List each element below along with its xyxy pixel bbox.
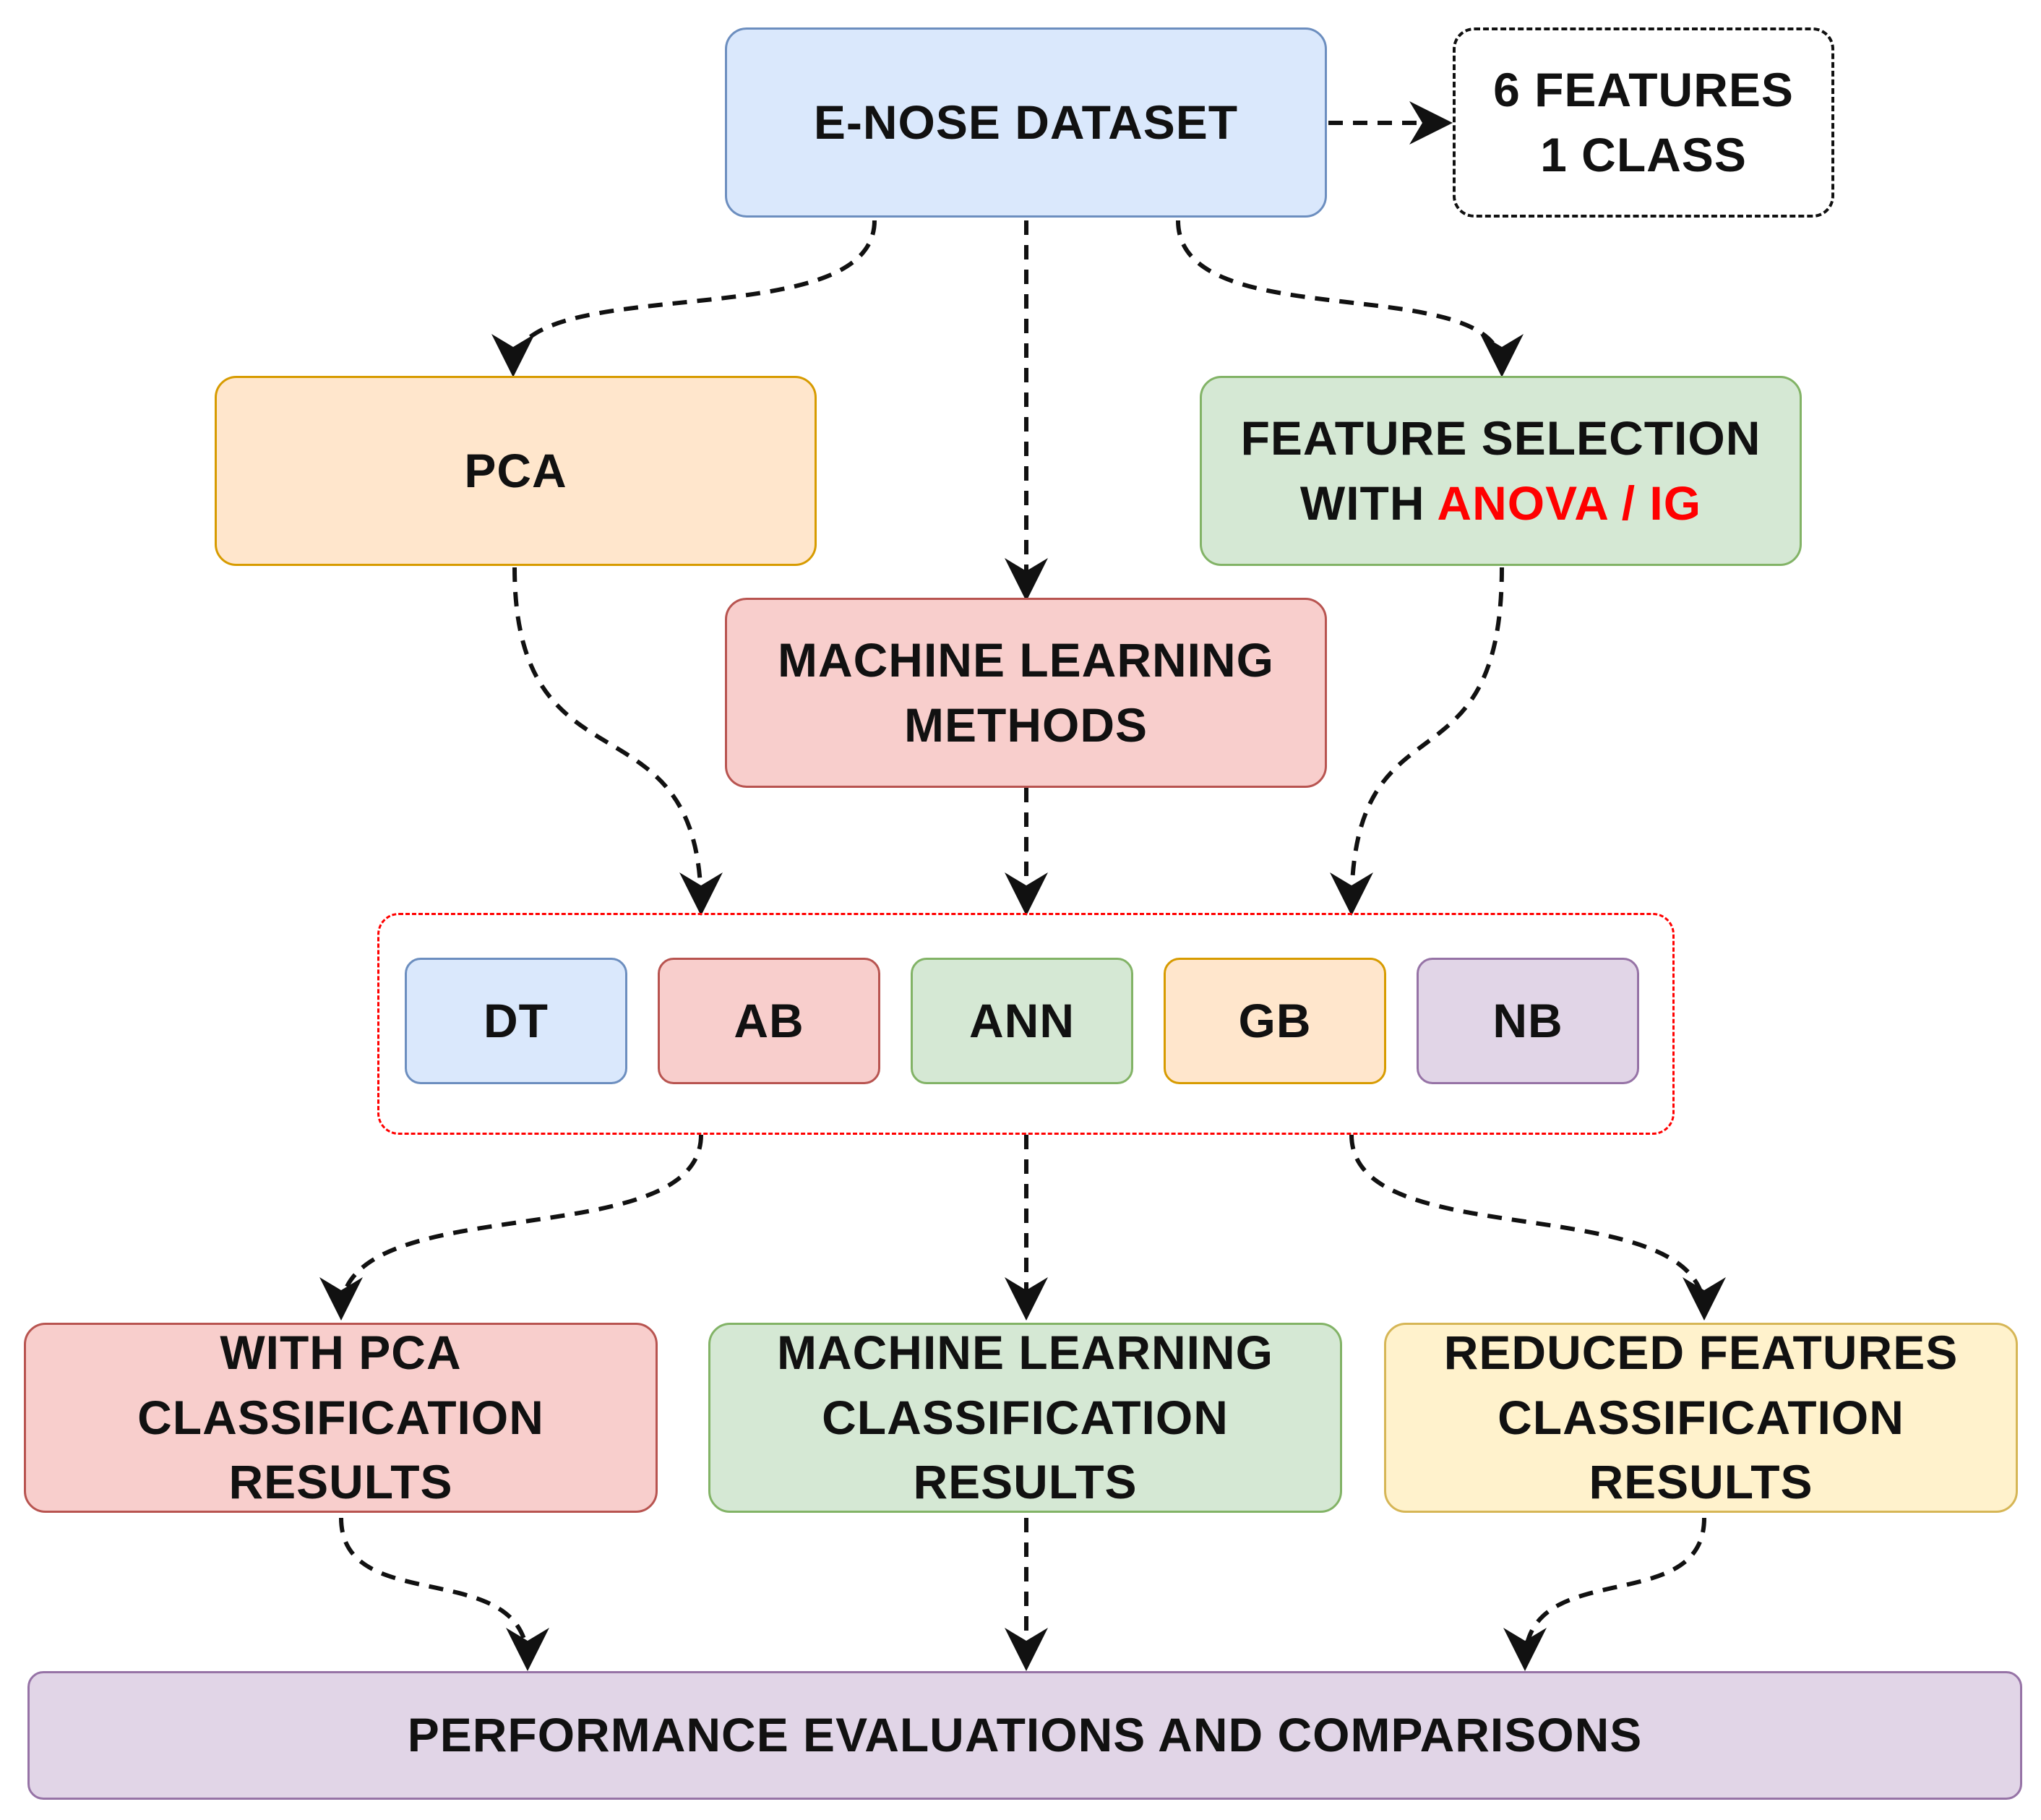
ml-results-line2: CLASSIFICATION: [822, 1390, 1229, 1444]
feature-selection-method-line: WITH ANOVA / IG: [1300, 471, 1701, 536]
performance-label: PERFORMANCE EVALUATIONS AND COMPARISONS: [407, 1708, 1643, 1762]
classifier-ab: AB: [658, 958, 880, 1084]
ml-methods-node: MACHINE LEARNING METHODS: [725, 598, 1327, 788]
pca-results-line1: WITH PCA: [220, 1325, 462, 1379]
ml-methods-label-line2: METHODS: [904, 697, 1148, 752]
arrow-dataset-to-feature-selection: [1176, 220, 1524, 377]
performance-node: PERFORMANCE EVALUATIONS AND COMPARISONS: [27, 1671, 2022, 1800]
feature-selection-node: FEATURE SELECTION WITH ANOVA / IG: [1200, 376, 1802, 566]
classifier-group: [377, 913, 1675, 1135]
ml-results-line3: RESULTS: [913, 1455, 1138, 1509]
pca-label: PCA: [464, 443, 567, 497]
pca-results-node: WITH PCA CLASSIFICATION RESULTS: [24, 1323, 658, 1513]
anova-ig-highlight: ANOVA / IG: [1437, 476, 1702, 530]
classifier-dt: DT: [405, 958, 627, 1084]
features-count-label: 6 FEATURES: [1493, 62, 1794, 116]
with-prefix: WITH: [1299, 476, 1438, 530]
classifier-gb: GB: [1164, 958, 1386, 1084]
classifier-ann-label: ANN: [969, 993, 1075, 1047]
classifier-ab-label: AB: [734, 993, 804, 1047]
features-node: 6 FEATURES 1 CLASS: [1453, 27, 1834, 218]
class-count-label: 1 CLASS: [1540, 127, 1747, 181]
reduced-results-line1: REDUCED FEATURES: [1443, 1325, 1959, 1379]
reduced-results-line3: RESULTS: [1589, 1455, 1813, 1509]
arrow-classifiers-to-reduced-results: [1349, 1134, 1726, 1321]
reduced-results-node: REDUCED FEATURES CLASSIFICATION RESULTS: [1384, 1323, 2018, 1513]
feature-selection-label: FEATURE SELECTION: [1240, 411, 1761, 465]
dataset-node: E-NOSE DATASET: [725, 27, 1327, 218]
dataset-label: E-NOSE DATASET: [813, 95, 1239, 149]
ml-results-node: MACHINE LEARNING CLASSIFICATION RESULTS: [708, 1323, 1342, 1513]
arrow-pca-results-to-performance: [339, 1517, 549, 1671]
arrow-feature-selection-to-classifiers: [1330, 567, 1504, 916]
arrow-dataset-to-pca: [491, 220, 877, 377]
ml-methods-label-line1: MACHINE LEARNING: [778, 632, 1274, 687]
classifier-nb-label: NB: [1492, 993, 1563, 1047]
pca-results-line2: CLASSIFICATION: [137, 1390, 544, 1444]
reduced-results-line2: CLASSIFICATION: [1498, 1390, 1904, 1444]
arrow-classifiers-to-pca-results: [319, 1134, 703, 1321]
pca-results-line3: RESULTS: [228, 1455, 453, 1509]
classifier-gb-label: GB: [1238, 993, 1312, 1047]
pca-node: PCA: [215, 376, 817, 566]
ml-results-line1: MACHINE LEARNING: [777, 1325, 1273, 1379]
arrow-reduced-results-to-performance: [1503, 1517, 1706, 1671]
classifier-dt-label: DT: [484, 993, 549, 1047]
classifier-ann: ANN: [911, 958, 1133, 1084]
classifier-nb: NB: [1417, 958, 1639, 1084]
arrow-pca-to-classifiers: [512, 567, 723, 916]
